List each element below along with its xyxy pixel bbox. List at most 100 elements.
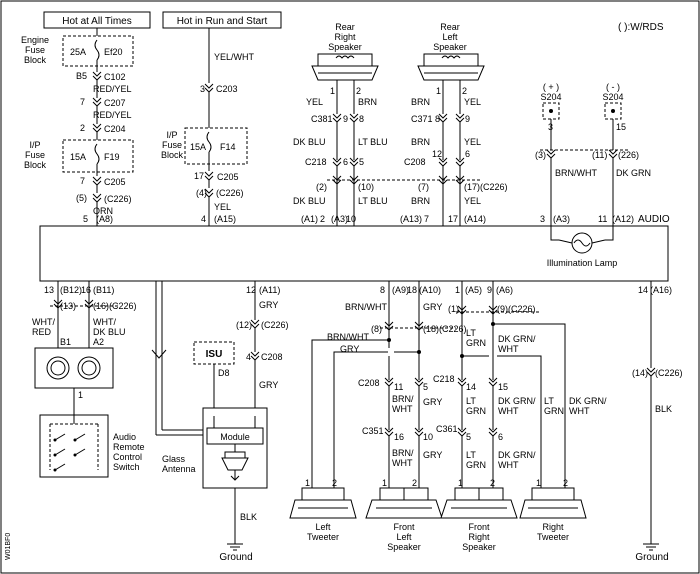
- svg-text:DK GRN/: DK GRN/: [498, 334, 536, 344]
- svg-text:(11): (11): [592, 150, 607, 160]
- svg-text:10: 10: [346, 214, 356, 224]
- hot-at-all-times-label: Hot at All Times: [62, 16, 131, 27]
- svg-text:DK GRN/: DK GRN/: [569, 396, 607, 406]
- svg-text:D8: D8: [218, 368, 230, 378]
- svg-text:Block: Block: [161, 150, 184, 160]
- rear-right-speaker-symbol: [311, 53, 379, 81]
- svg-text:BRN/WHT: BRN/WHT: [327, 332, 369, 342]
- left-tweeter-symbol: [289, 487, 357, 519]
- svg-text:16: 16: [394, 432, 404, 442]
- svg-text:(A6): (A6): [496, 285, 513, 295]
- svg-text:18: 18: [407, 285, 417, 295]
- svg-text:WHT: WHT: [498, 406, 519, 416]
- svg-text:(14): (14): [632, 368, 648, 378]
- svg-text:7: 7: [424, 214, 429, 224]
- svg-text:LT BLU: LT BLU: [358, 196, 388, 206]
- fuse-f19-symbol: [94, 143, 100, 165]
- svg-text:Block: Block: [24, 55, 47, 65]
- svg-text:3: 3: [540, 214, 545, 224]
- svg-text:Engine: Engine: [21, 35, 49, 45]
- svg-text:DK GRN/: DK GRN/: [498, 396, 536, 406]
- svg-text:C371: C371: [411, 114, 433, 124]
- svg-text:C204: C204: [104, 124, 126, 134]
- svg-text:A2: A2: [93, 337, 104, 347]
- svg-text:Speaker: Speaker: [433, 42, 467, 52]
- svg-text:4: 4: [201, 214, 206, 224]
- svg-text:C218: C218: [433, 374, 455, 384]
- svg-text:BRN/WHT: BRN/WHT: [345, 302, 387, 312]
- svg-text:(C226): (C226): [655, 368, 683, 378]
- svg-text:Fuse: Fuse: [25, 150, 45, 160]
- svg-text:9: 9: [487, 285, 492, 295]
- fuse-f14-symbol: [206, 131, 212, 153]
- svg-text:1: 1: [330, 86, 335, 96]
- svg-text:F14: F14: [220, 142, 236, 152]
- svg-text:C218: C218: [305, 157, 327, 167]
- svg-text:Right: Right: [542, 522, 564, 532]
- audio-remote-control-switch: [39, 414, 109, 478]
- fuse-ef20-amp: 25A: [70, 47, 86, 57]
- svg-text:YEL: YEL: [214, 202, 231, 212]
- svg-text:BRN/: BRN/: [392, 448, 414, 458]
- svg-text:11: 11: [598, 214, 607, 224]
- svg-text:(226): (226): [618, 150, 639, 160]
- antenna-icon: [221, 444, 249, 481]
- svg-text:3: 3: [548, 122, 553, 132]
- svg-text:Tweeter: Tweeter: [537, 532, 569, 542]
- svg-text:YEL/WHT: YEL/WHT: [214, 52, 255, 62]
- svg-text:11: 11: [394, 382, 403, 392]
- svg-text:15: 15: [616, 122, 626, 132]
- svg-text:Ground: Ground: [219, 552, 252, 563]
- svg-text:1: 1: [78, 390, 83, 400]
- svg-text:BRN/WHT: BRN/WHT: [555, 168, 597, 178]
- svg-text:C205: C205: [104, 177, 126, 187]
- svg-text:(A16): (A16): [650, 285, 672, 295]
- svg-text:YEL: YEL: [464, 97, 481, 107]
- svg-text:(8): (8): [371, 324, 382, 334]
- svg-text:(16)(C226): (16)(C226): [93, 301, 137, 311]
- svg-text:(A9): (A9): [392, 285, 409, 295]
- svg-text:GRY: GRY: [423, 302, 442, 312]
- svg-text:2: 2: [412, 478, 417, 488]
- svg-text:RED/YEL: RED/YEL: [93, 110, 132, 120]
- svg-text:(18)(C226): (18)(C226): [423, 324, 467, 334]
- svg-text:(2): (2): [316, 182, 327, 192]
- svg-text:(7): (7): [418, 182, 429, 192]
- rear-left-speaker-symbol: [417, 53, 485, 81]
- ground-icon-right: [643, 543, 659, 551]
- svg-text:3: 3: [200, 84, 205, 94]
- svg-text:6: 6: [343, 157, 348, 167]
- svg-text:GRY: GRY: [340, 344, 359, 354]
- svg-text:Left: Left: [396, 532, 412, 542]
- svg-text:C205: C205: [217, 172, 239, 182]
- svg-text:DK GRN/: DK GRN/: [498, 450, 536, 460]
- svg-text:8: 8: [380, 285, 385, 295]
- svg-text:B5: B5: [76, 71, 87, 81]
- legend-text: ( ):W/RDS: [618, 22, 664, 33]
- svg-text:(9)(C226): (9)(C226): [497, 304, 536, 314]
- hot-in-run-start-box: [162, 11, 282, 29]
- svg-text:GRY: GRY: [423, 450, 442, 460]
- fuse-ef20-name: Ef20: [104, 47, 123, 57]
- svg-text:RED/YEL: RED/YEL: [93, 84, 132, 94]
- svg-text:7: 7: [80, 97, 85, 107]
- svg-text:6: 6: [465, 149, 470, 159]
- svg-text:Antenna: Antenna: [162, 464, 196, 474]
- svg-text:WHT: WHT: [498, 344, 519, 354]
- svg-text:14: 14: [466, 382, 476, 392]
- svg-text:Speaker: Speaker: [387, 542, 421, 552]
- svg-text:6: 6: [498, 432, 503, 442]
- svg-text:Ground: Ground: [635, 552, 668, 563]
- svg-text:1: 1: [536, 478, 541, 488]
- right-tweeter-symbol: [519, 487, 587, 519]
- svg-text:Left: Left: [315, 522, 331, 532]
- svg-text:WHT: WHT: [569, 406, 590, 416]
- svg-text:5: 5: [83, 214, 88, 224]
- svg-text:Remote: Remote: [113, 442, 145, 452]
- svg-text:(A15): (A15): [214, 214, 236, 224]
- side-code: W01BF0: [5, 533, 12, 560]
- svg-text:C203: C203: [216, 84, 238, 94]
- svg-text:DK GRN: DK GRN: [616, 168, 651, 178]
- svg-text:I/P: I/P: [166, 130, 177, 140]
